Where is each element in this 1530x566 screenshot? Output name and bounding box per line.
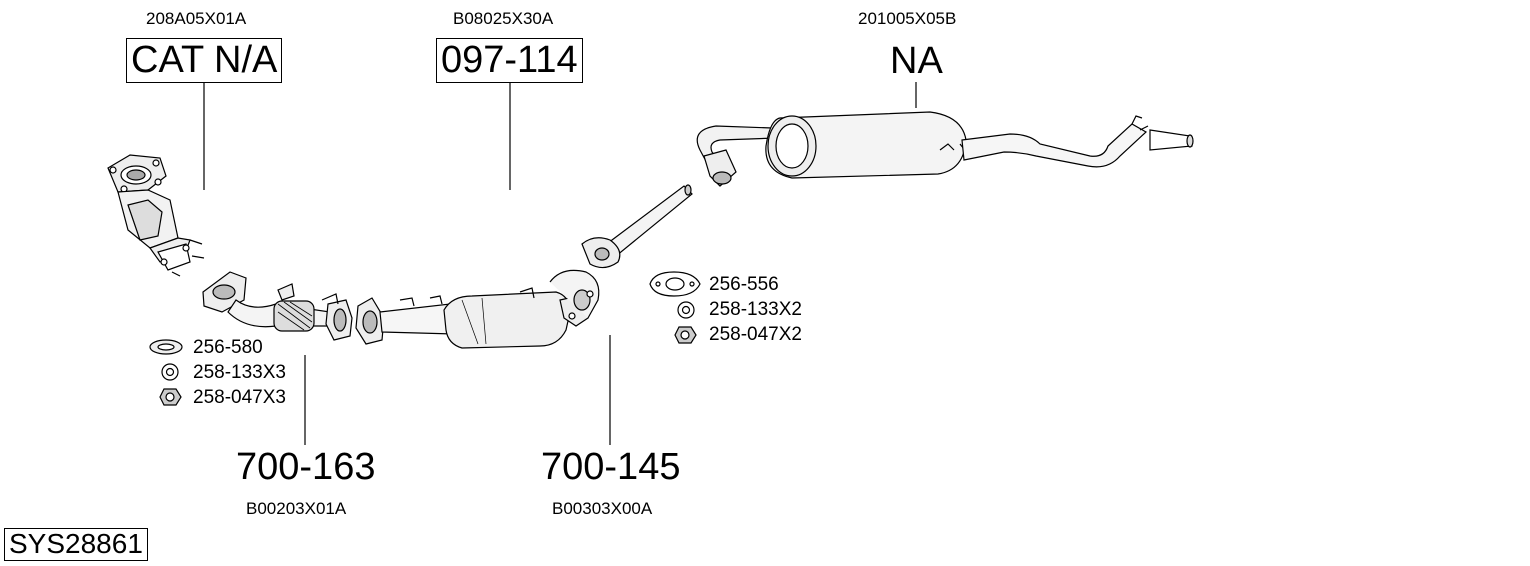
kit-item-nut[interactable]: 258-047X3 (193, 387, 286, 408)
part-number-front-pipe[interactable]: 700-163 (236, 446, 376, 488)
kit-item-gasket[interactable]: 256-580 (193, 337, 263, 358)
hex-nut-icon (159, 388, 182, 406)
rear-muffler-part (697, 112, 1193, 186)
kit-item-flange-gasket[interactable]: 256-556 (709, 274, 779, 295)
oem-code-rear-muffler: 201005X05B (858, 9, 957, 28)
part-number-cat[interactable]: CAT N/A (126, 38, 283, 83)
part-number-rear-muffler[interactable]: NA (890, 40, 943, 82)
intermediate-pipe-part (582, 185, 692, 268)
spring-washer-icon (677, 301, 695, 319)
kit-item-nut[interactable]: 258-047X2 (709, 324, 802, 345)
hex-nut-icon (674, 326, 697, 344)
gasket-ring-icon (149, 339, 183, 355)
front-pipe-part (203, 272, 352, 340)
spring-washer-icon (161, 363, 179, 381)
oem-code-front-catalyst: B08025X30A (453, 9, 554, 28)
part-number-middle-pipe[interactable]: 700-145 (541, 446, 681, 488)
oem-code-front-pipe: B00203X01A (246, 499, 347, 518)
kit-item-washer[interactable]: 258-133X2 (709, 299, 802, 320)
kit-item-washer[interactable]: 258-133X3 (193, 362, 286, 383)
catalytic-converter-part (108, 155, 204, 276)
oem-code-middle-pipe: B00303X00A (552, 499, 653, 518)
flange-gasket-icon (649, 271, 701, 297)
part-number-front-catalyst[interactable]: 097-114 (436, 38, 583, 83)
front-catalyst-part (356, 270, 599, 348)
oem-code-cat: 208A05X01A (146, 9, 247, 28)
system-code: SYS28861 (4, 528, 148, 561)
